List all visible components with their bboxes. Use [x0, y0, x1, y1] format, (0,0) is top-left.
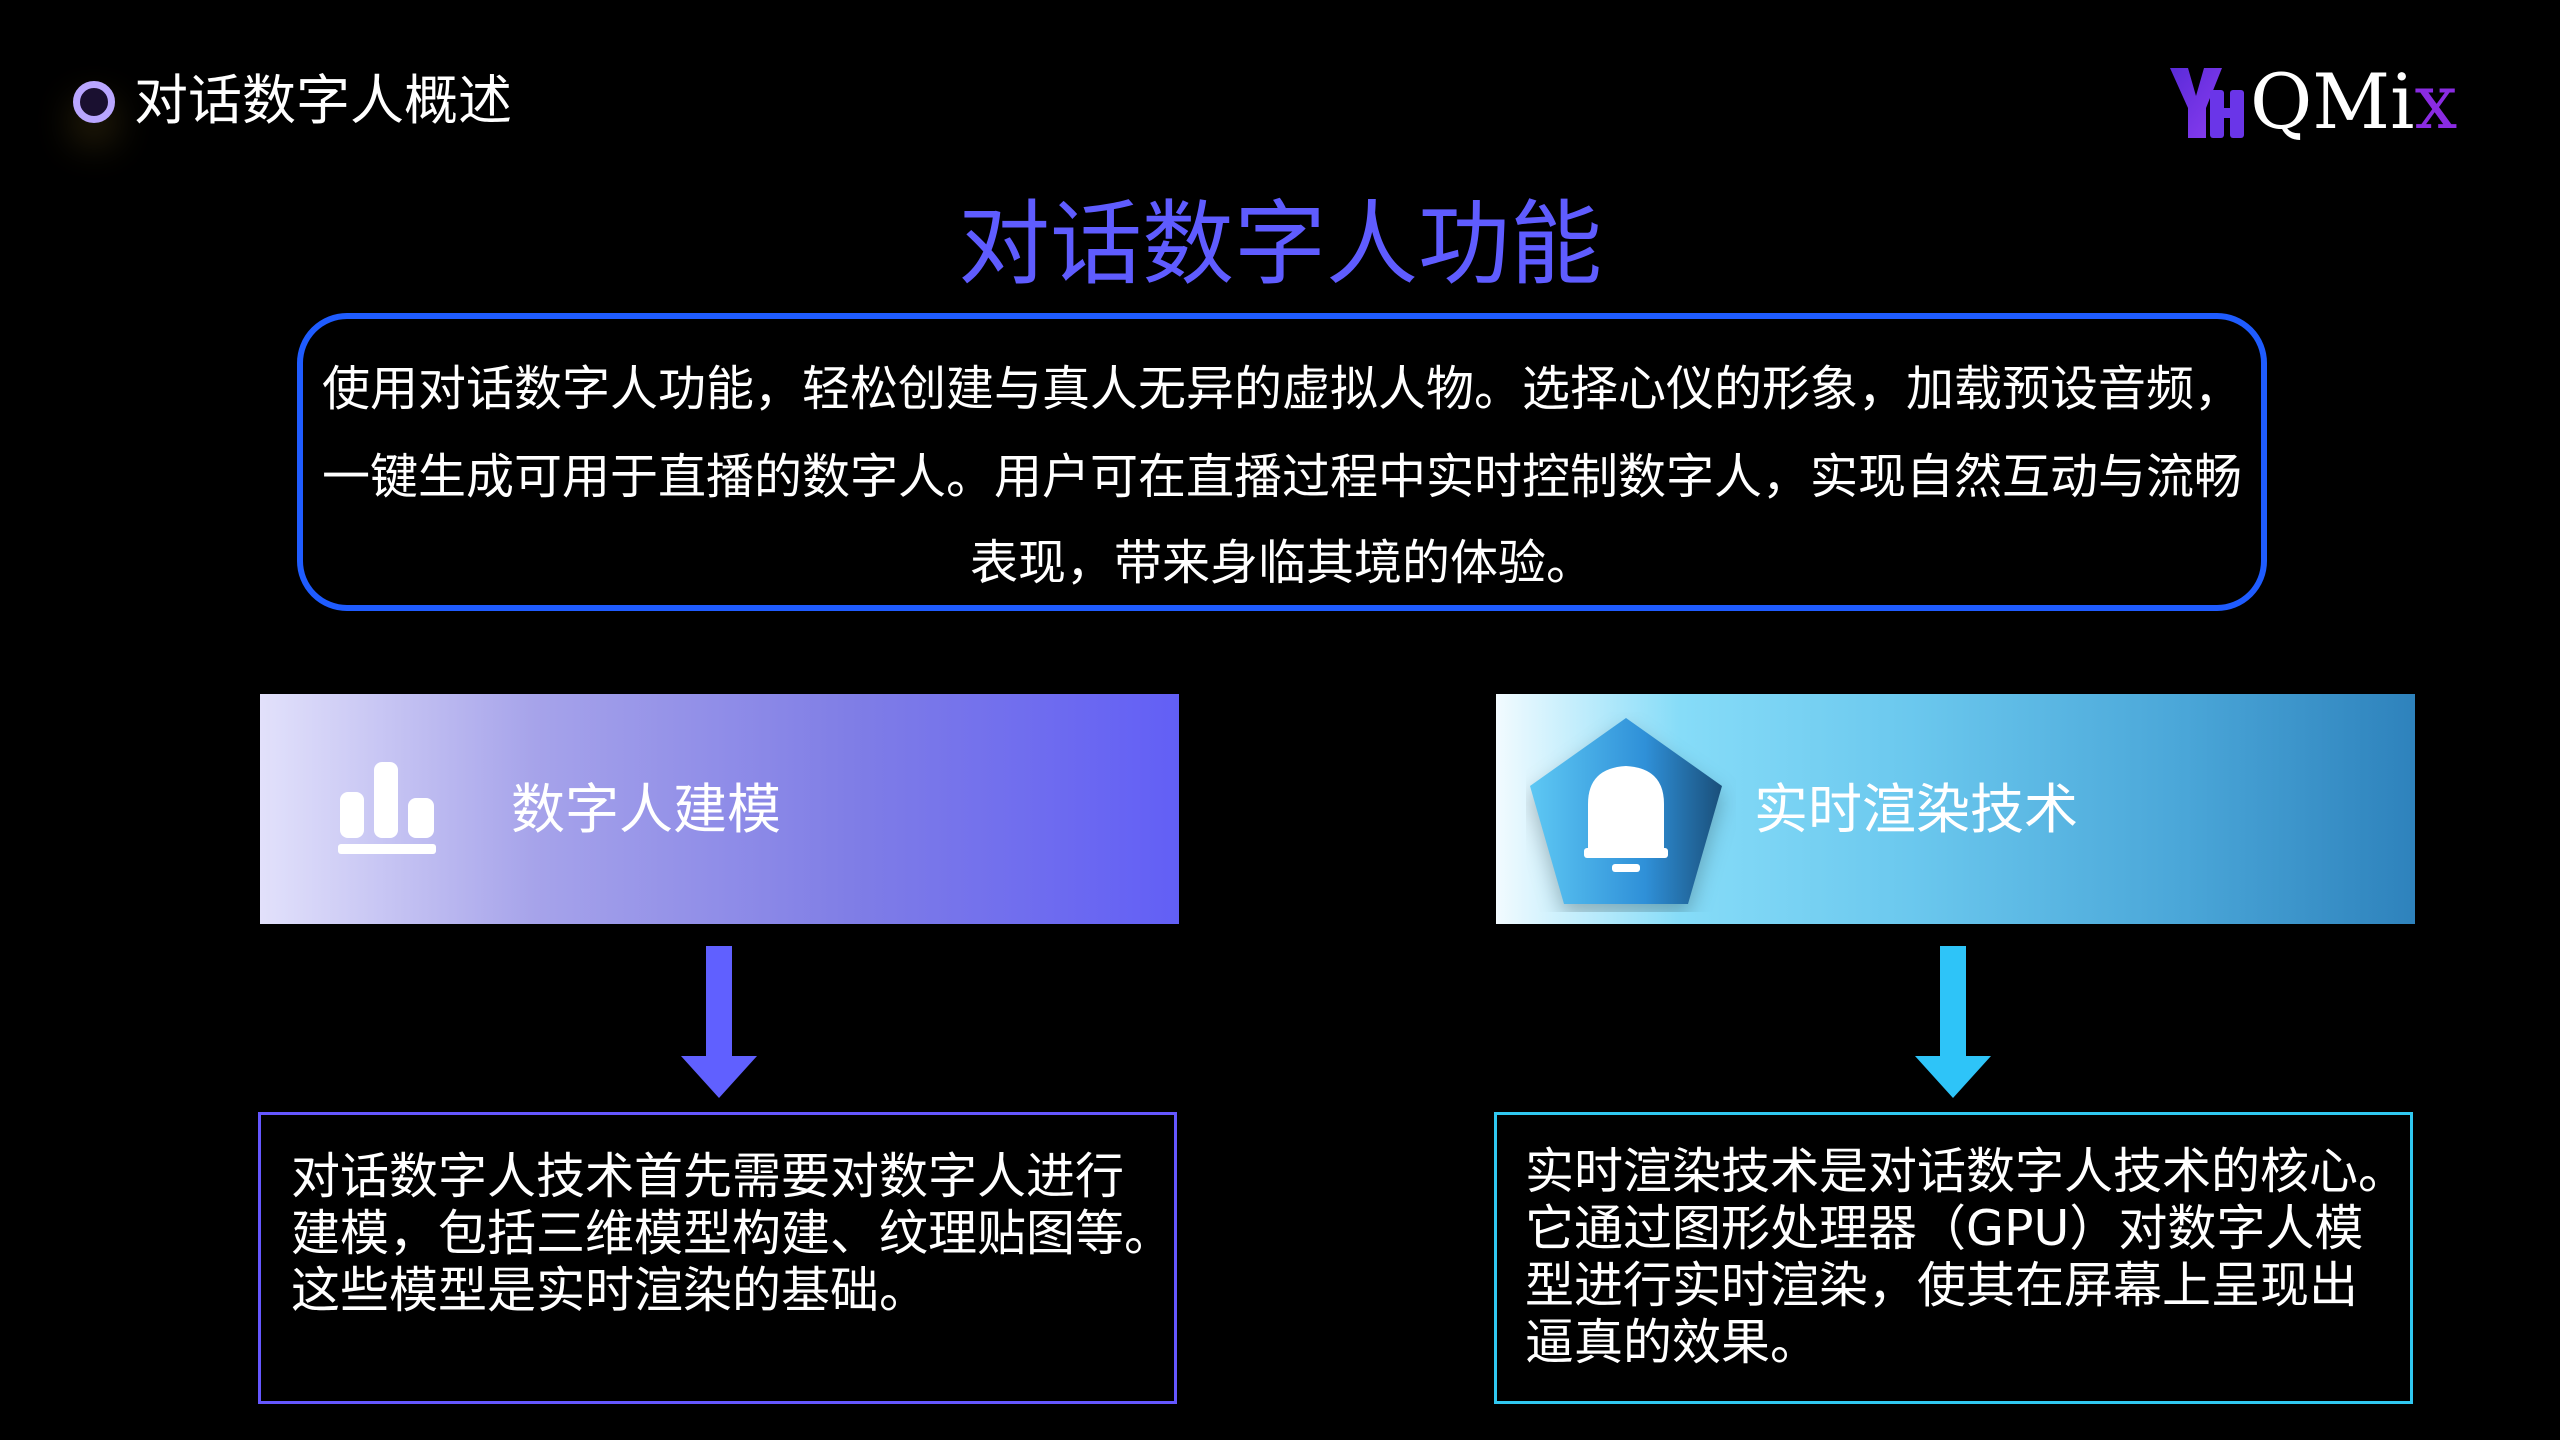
brand-logo: QMix — [2166, 60, 2476, 144]
card-digital-human-modeling: 数字人建模 — [260, 694, 1179, 924]
detail-line: 它通过图形处理器（GPU）对数字人模 — [1525, 1200, 2364, 1257]
page-title: 对话数字人功能 — [957, 191, 1602, 298]
card-label: 数字人建模 — [511, 778, 781, 841]
detail-line: 逼真的效果。 — [1525, 1314, 1820, 1371]
card-realtime-rendering: 实时渲染技术 — [1496, 694, 2415, 924]
section-bullet-icon — [73, 81, 115, 123]
detail-line: 对话数字人技术首先需要对数字人进行 — [291, 1148, 1125, 1205]
card-label: 实时渲染技术 — [1754, 778, 2078, 841]
modeling-detail-box: 对话数字人技术首先需要对数字人进行 建模，包括三维模型构建、纹理贴图等。 这些模… — [258, 1112, 1177, 1404]
detail-line: 这些模型是实时渲染的基础。 — [291, 1262, 929, 1319]
pentagon-badge — [1530, 718, 1722, 904]
bar-chart-icon — [338, 762, 436, 854]
section-title: 对话数字人概述 — [134, 69, 512, 132]
logo-mark-icon — [2170, 68, 2244, 138]
detail-line: 建模，包括三维模型构建、纹理贴图等。 — [291, 1205, 1174, 1262]
rendering-detail-box: 实时渲染技术是对话数字人技术的核心。 它通过图形处理器（GPU）对数字人模 型进… — [1494, 1112, 2413, 1404]
description-line: 一键生成可用于直播的数字人。用户可在直播过程中实时控制数字人，实现自然互动与流畅 — [321, 449, 2242, 505]
description-box: 使用对话数字人功能，轻松创建与真人无异的虚拟人物。选择心仪的形象，加载预设音频，… — [297, 313, 2267, 611]
detail-line: 型进行实时渲染，使其在屏幕上呈现出 — [1525, 1257, 2359, 1314]
arrow-down-icon — [1915, 946, 1991, 1098]
logo-wordmark: QMix — [2250, 57, 2458, 146]
bell-icon — [1584, 766, 1668, 872]
arrow-down-icon — [681, 946, 757, 1098]
detail-line: 实时渲染技术是对话数字人技术的核心。 — [1525, 1143, 2408, 1200]
description-line: 表现，带来身临其境的体验。 — [969, 535, 1594, 591]
description-line: 使用对话数字人功能，轻松创建与真人无异的虚拟人物。选择心仪的形象，加载预设音频， — [321, 361, 2242, 417]
